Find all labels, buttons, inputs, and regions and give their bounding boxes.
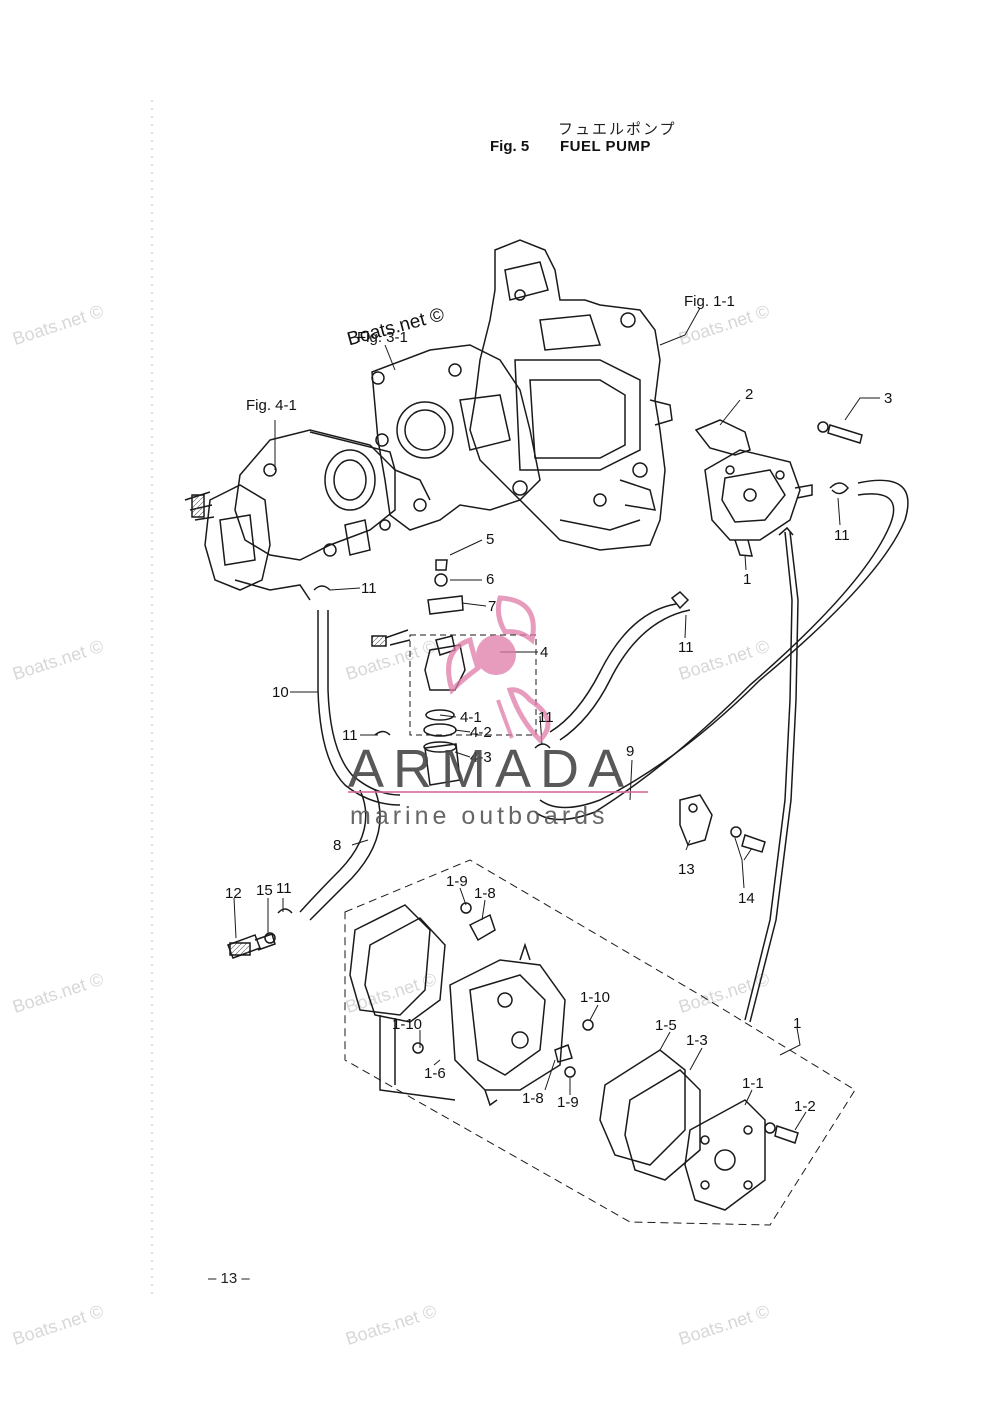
- label-part-14: 14: [738, 890, 755, 907]
- ref-fig-1-1: Fig. 1-1: [684, 293, 735, 310]
- label-part-11-carb: 11: [361, 580, 377, 597]
- label-part-8: 8: [333, 837, 341, 854]
- label-part-1-3: 1-3: [686, 1032, 708, 1049]
- hose-clip-part-11: [277, 482, 849, 914]
- label-part-1-5: 1-5: [655, 1017, 677, 1034]
- label-part-6: 6: [486, 571, 494, 588]
- fuel-filter-assembly: [371, 559, 537, 786]
- label-part-1-pump: 1: [743, 571, 751, 588]
- label-part-1-1: 1-1: [742, 1075, 764, 1092]
- label-part-4-3: 4-3: [470, 749, 492, 766]
- figure-number: Fig. 5: [490, 138, 530, 155]
- label-part-1-10-right: 1-10: [580, 989, 610, 1006]
- label-part-1-9-bottom: 1-9: [557, 1094, 579, 1111]
- label-part-10: 10: [272, 684, 289, 701]
- label-part-4: 4: [540, 644, 548, 661]
- label-part-1-2: 1-2: [794, 1098, 816, 1115]
- label-part-5: 5: [486, 531, 494, 548]
- label-part-2: 2: [745, 386, 753, 403]
- label-part-4-1: 4-1: [460, 709, 482, 726]
- fitting-part-12: [227, 932, 276, 959]
- ref-fig-3-1: Fig. 3-1: [357, 329, 408, 346]
- page-number: – 13 –: [208, 1270, 250, 1287]
- label-part-9: 9: [626, 743, 634, 760]
- japanese-title: フュエルポンプ: [558, 121, 677, 138]
- leader-lines: [233, 307, 880, 1131]
- label-part-12: 12: [225, 885, 242, 902]
- bolt-part-3: [817, 421, 863, 444]
- label-part-13: 13: [678, 861, 695, 878]
- label-part-11-filter: 11: [538, 709, 554, 726]
- label-part-11-pump: 11: [834, 527, 850, 544]
- exploded-pump-parts: [349, 902, 799, 1211]
- label-part-15: 15: [256, 882, 273, 899]
- label-part-11-hose: 11: [678, 639, 694, 656]
- fuel-pump-installed: [694, 419, 813, 557]
- fuel-hoses: [299, 479, 909, 1023]
- armada-propeller-logo: [446, 595, 551, 744]
- exploded-pump-box: [344, 859, 856, 1226]
- bracket-part-13: [679, 794, 766, 853]
- label-part-1-10-left: 1-10: [392, 1016, 422, 1033]
- armada-brand-watermark: ARMADA: [348, 739, 634, 799]
- figure-title: FUEL PUMP: [560, 138, 651, 155]
- label-part-1-6: 1-6: [424, 1065, 446, 1082]
- crankcase-assembly: [469, 239, 673, 551]
- label-part-1-exploded: 1: [793, 1015, 801, 1032]
- part-labels: Fig. 1-1 Fig. 3-1 Fig. 4-1 2 3 11 1 5 6 …: [225, 293, 892, 1115]
- label-part-1-9-top: 1-9: [446, 873, 468, 890]
- label-part-1-8-top: 1-8: [474, 885, 496, 902]
- label-part-3: 3: [884, 390, 892, 407]
- carburetor-assembly: [184, 429, 396, 601]
- cylinder-block: [371, 344, 541, 531]
- label-part-4-2: 4-2: [470, 724, 492, 741]
- label-part-11-fitting: 11: [276, 880, 292, 897]
- ref-fig-4-1: Fig. 4-1: [246, 397, 297, 414]
- armada-subtitle-watermark: marine outboards: [350, 802, 609, 830]
- label-part-11-left: 11: [342, 727, 358, 744]
- label-part-1-8-bottom: 1-8: [522, 1090, 544, 1107]
- label-part-7: 7: [488, 598, 496, 615]
